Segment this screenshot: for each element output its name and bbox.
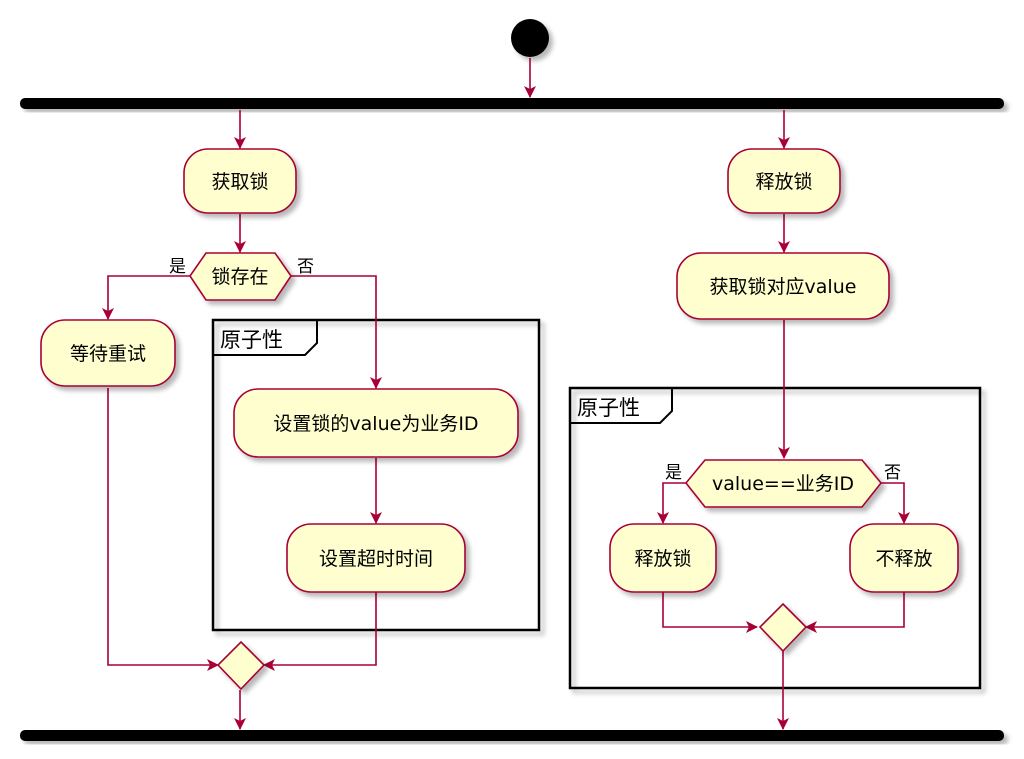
svg-text:获取锁对应value: 获取锁对应value: [710, 276, 857, 298]
right-yes-label: 是: [665, 463, 682, 483]
acquire-lock-node: 获取锁: [183, 148, 297, 214]
svg-text:value==业务ID: value==业务ID: [712, 473, 854, 495]
svg-text:释放锁: 释放锁: [634, 548, 691, 570]
lock-exists-decision: 锁存在: [189, 252, 292, 301]
left-partition-title: 原子性: [220, 328, 283, 352]
release-lock-node: 释放锁: [727, 148, 841, 214]
svg-text:锁存在: 锁存在: [211, 266, 268, 288]
left-merge-node: [216, 640, 266, 691]
set-timeout-node: 设置超时时间: [286, 523, 466, 593]
wait-retry-node: 等待重试: [40, 319, 176, 387]
value-equals-id-decision: value==业务ID: [684, 459, 883, 508]
svg-text:等待重试: 等待重试: [70, 343, 146, 365]
right-no-label: 否: [884, 463, 901, 483]
svg-text:获取锁: 获取锁: [211, 171, 268, 193]
svg-text:设置锁的value为业务ID: 设置锁的value为业务ID: [273, 413, 478, 435]
join-bar: [20, 730, 1004, 741]
set-lock-value-node: 设置锁的value为业务ID: [233, 388, 519, 458]
no-release-node: 不释放: [849, 523, 959, 593]
right-merge-node: [758, 602, 808, 653]
connectors: [102, 58, 910, 730]
svg-text:释放锁: 释放锁: [755, 171, 812, 193]
fork-bar: [20, 98, 1004, 109]
svg-text:设置超时时间: 设置超时时间: [319, 548, 433, 570]
right-partition-title: 原子性: [577, 396, 640, 420]
left-yes-label: 是: [169, 257, 186, 277]
right-partition: 原子性: [568, 386, 982, 690]
get-lock-value-node: 获取锁对应value: [676, 252, 890, 320]
svg-text:不释放: 不释放: [875, 548, 932, 570]
left-no-label: 否: [297, 257, 314, 277]
do-release-node: 释放锁: [609, 523, 717, 593]
start-node: [511, 19, 549, 57]
